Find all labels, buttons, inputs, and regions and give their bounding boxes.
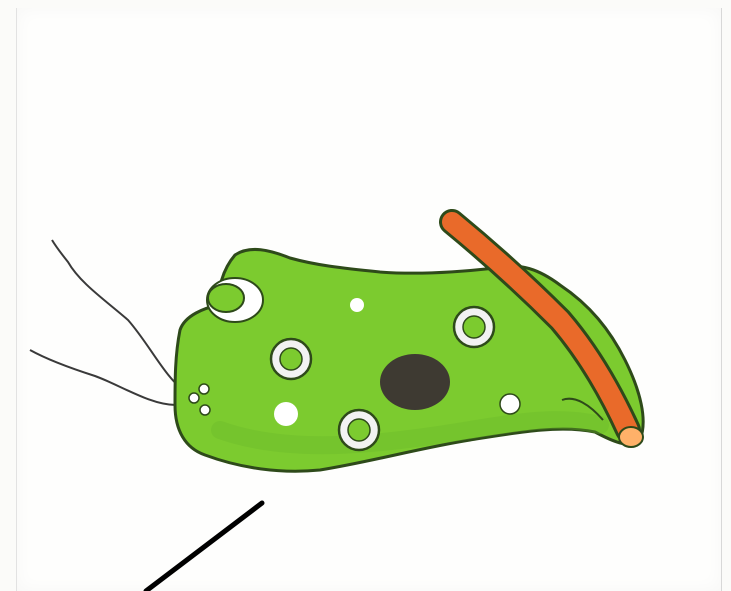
- basal-body-1: [199, 384, 209, 394]
- eyespot-bulb: [208, 284, 244, 312]
- flagellum-lower: [30, 350, 176, 405]
- white-granule-3: [500, 394, 520, 414]
- vacuole-3-core: [348, 419, 370, 441]
- chloroplast-rod-tip: [619, 427, 643, 447]
- vacuole-1-core: [280, 348, 302, 370]
- pointer-line: [146, 503, 262, 591]
- white-granule-1: [350, 298, 364, 312]
- vacuole-2-core: [463, 316, 485, 338]
- white-granule-2: [274, 402, 298, 426]
- basal-body-3: [200, 405, 210, 415]
- basal-body-2: [189, 393, 199, 403]
- nucleus: [380, 354, 450, 410]
